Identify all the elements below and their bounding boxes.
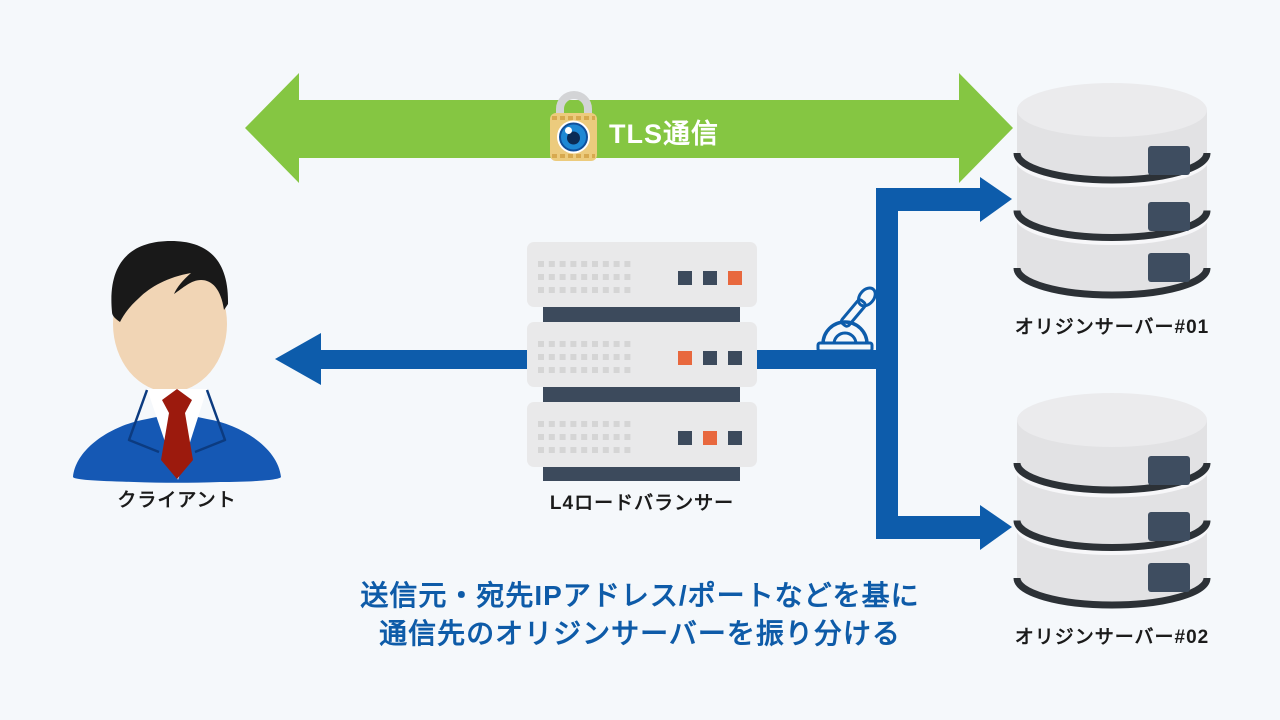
tls-arrow	[245, 73, 1013, 183]
padlock-eye-icon	[550, 91, 597, 161]
origin-server-2-icon	[1017, 393, 1207, 605]
lever-switch-icon	[816, 286, 877, 353]
client-icon	[73, 241, 281, 483]
tls-channel-label: TLS通信	[609, 119, 719, 149]
load-balancer-icon	[527, 242, 757, 481]
routing-caption-line1: 送信元・宛先IPアドレス/ポートなどを基に	[360, 580, 920, 611]
load-balancer-label: L4ロードバランサー	[549, 493, 735, 514]
routing-caption-line2: 通信先のオリジンサーバーを振り分ける	[379, 618, 901, 649]
routing-caption: 送信元・宛先IPアドレス/ポートなどを基に 通信先のオリジンサーバーを振り分ける	[360, 577, 919, 653]
client-label: クライアント	[117, 490, 237, 511]
origin-server-2-label: オリジンサーバー#02	[1014, 627, 1210, 648]
origin-server-1-icon	[1017, 83, 1207, 295]
origin-server-1-label: オリジンサーバー#01	[1014, 317, 1210, 338]
